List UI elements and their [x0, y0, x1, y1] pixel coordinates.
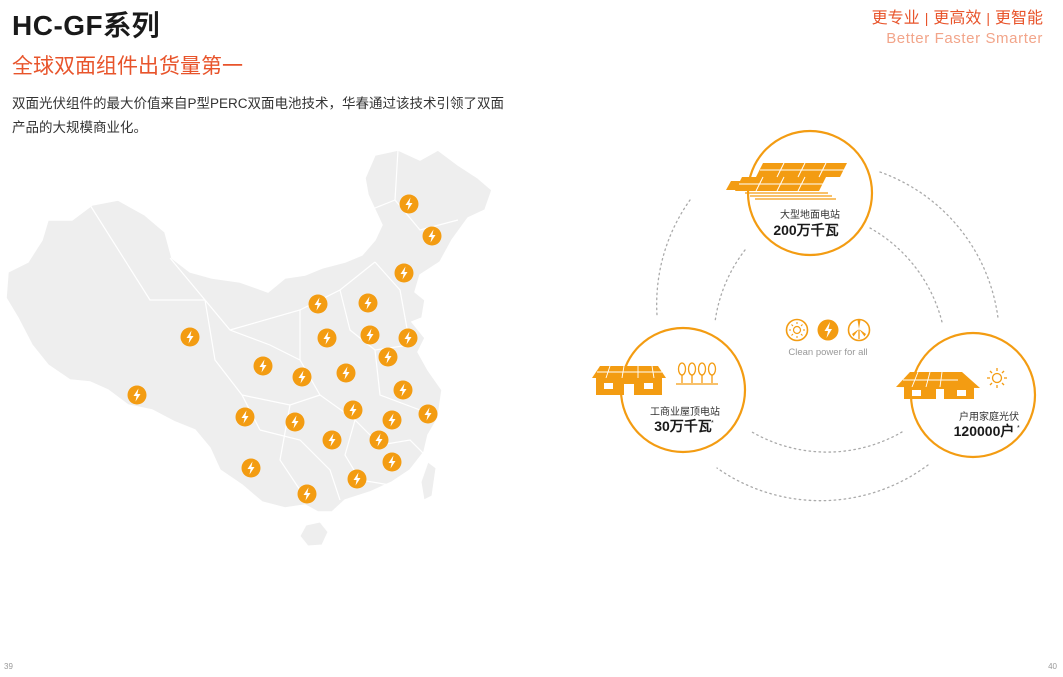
china-map — [5, 149, 493, 547]
power-bolt-icon — [241, 458, 261, 478]
node-value: 30万千瓦 — [654, 418, 712, 434]
power-bolt-icon — [127, 385, 147, 405]
power-bolt-icon — [360, 325, 380, 345]
province-borders — [89, 149, 459, 501]
center-caption: Clean power for all — [788, 347, 867, 358]
power-bolt-icon — [399, 194, 419, 214]
outer-dotted-ring — [656, 199, 691, 316]
node-commercial-rooftop: 工商业屋顶电站 30万千瓦 * — [592, 326, 747, 454]
hainan-island — [299, 521, 329, 547]
page-subtitle: 全球双面组件出货量第一 — [12, 55, 243, 78]
power-bolt-icon — [378, 347, 398, 367]
inner-dotted-arc — [751, 431, 903, 453]
power-bolt-icon — [422, 226, 442, 246]
power-bolt-icon — [343, 400, 363, 420]
china-mainland-shape — [5, 149, 493, 513]
footnote-mark: * — [1017, 425, 1020, 432]
solar-panel-array-icon — [726, 162, 847, 200]
power-bolt-icon — [418, 404, 438, 424]
power-bolt-icon — [317, 328, 337, 348]
node-label: 大型地面电站 — [780, 208, 840, 221]
power-bolt-icon — [336, 363, 356, 383]
slogan-item: 更专业 — [871, 10, 920, 27]
node-residential: 户用家庭光伏 120000户 * — [896, 331, 1037, 459]
power-bolt-icon — [297, 484, 317, 504]
house-solar-icon — [896, 371, 980, 399]
center-icons: Clean power for all — [785, 318, 871, 358]
sun-icon — [987, 368, 1007, 388]
slogan-chinese: 更专业|更高效|更智能 — [871, 10, 1043, 27]
page-title: HC-GF系列 — [12, 10, 161, 41]
power-bolt-icon — [308, 294, 328, 314]
page-number-left: 39 — [4, 662, 13, 671]
power-bolt-icon — [382, 410, 402, 430]
power-bolt-icon — [180, 327, 200, 347]
node-label: 工商业屋顶电站 — [650, 405, 720, 418]
node-value: 200万千瓦 — [773, 222, 838, 238]
slogan-item: 更智能 — [994, 10, 1043, 27]
slogan: 更专业|更高效|更智能 Better Faster Smarter — [872, 4, 1043, 47]
power-bolt-icon — [358, 293, 378, 313]
taiwan-island — [420, 461, 437, 501]
power-bolt-icon — [285, 412, 305, 432]
footnote-mark: * — [836, 224, 839, 231]
slogan-item: 更高效 — [933, 10, 982, 27]
power-bolt-icon — [369, 430, 389, 450]
power-bolt-icon — [398, 328, 418, 348]
power-bolt-icon — [322, 430, 342, 450]
node-ground-station: 大型地面电站 200万千瓦 * — [726, 129, 874, 257]
outer-dotted-ring — [716, 464, 929, 502]
power-bolt-icon — [253, 356, 273, 376]
wind-turbine-icon — [847, 318, 871, 342]
power-bolt-icon — [292, 367, 312, 387]
outer-dotted-ring — [879, 171, 999, 319]
inner-dotted-arc — [714, 249, 746, 323]
node-value: 120000户 — [954, 423, 1015, 439]
cycle-connectors — [656, 171, 999, 502]
lightning-icon — [817, 319, 839, 341]
sun-circle-icon — [785, 318, 809, 342]
slogan-english: Better Faster Smarter — [886, 30, 1043, 47]
footnote-mark: * — [711, 420, 714, 427]
inner-dotted-arc — [869, 227, 943, 323]
trees-icon — [676, 362, 718, 385]
power-bolt-icon — [235, 407, 255, 427]
factory-rooftop-icon — [592, 365, 666, 395]
power-bolt-icon — [382, 452, 402, 472]
power-bolt-icon — [347, 469, 367, 489]
node-label: 户用家庭光伏 — [959, 410, 1019, 423]
page-number-right: 40 — [1048, 662, 1057, 671]
power-bolt-icon — [394, 263, 414, 283]
power-bolt-icon — [393, 380, 413, 400]
page-description: 双面光伏组件的最大价值来自P型PERC双面电池技术，华春通过该技术引领了双面产品… — [12, 96, 505, 135]
